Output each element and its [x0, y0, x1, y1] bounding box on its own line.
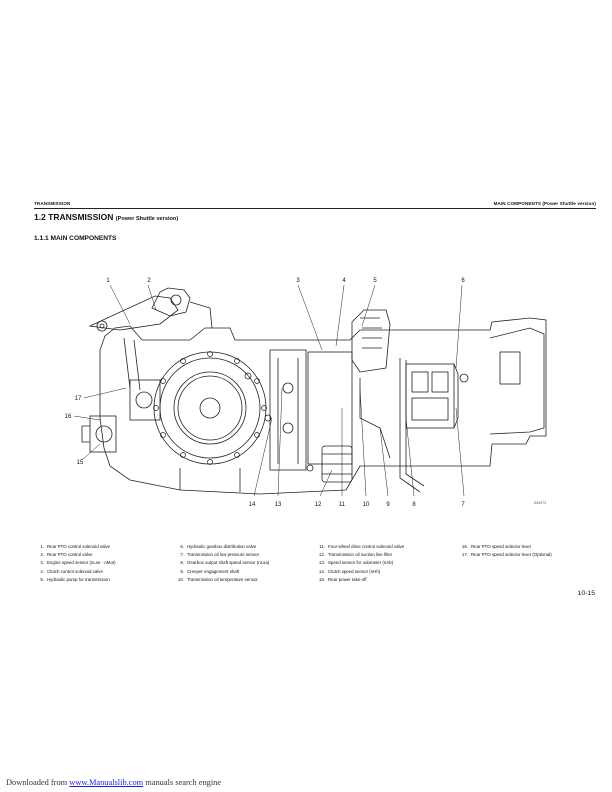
running-header-right: MAIN COMPONENTS (Power Shuttle version) — [493, 201, 596, 206]
legend-text: Hydraulic gearbox distribution valve — [187, 544, 257, 549]
legend-number: 1. — [40, 544, 44, 549]
legend-column-4: 16.Rear PTO speed selector lever 17.Rear… — [458, 543, 598, 559]
legend-item: 2.Rear PTO control valve — [34, 551, 174, 559]
legend-text: Speed sensor for odometer (nAb) — [328, 560, 394, 566]
legend-column-1: 1.Rear PTO control solenoid valve 2.Rear… — [34, 543, 174, 584]
legend-item: 10.Transmission oil temperature sensor — [174, 576, 314, 584]
legend-number: 7. — [180, 552, 184, 558]
legend-item: 13.Speed sensor for odometer (nAb) — [315, 559, 455, 567]
legend-item: 17.Rear PTO speed selector lever (Option… — [458, 551, 598, 559]
legend-number: 4. — [40, 568, 44, 574]
legend-number: 2. — [40, 552, 44, 558]
legend-number: 11. — [319, 544, 325, 549]
callout-3: 3 — [296, 278, 300, 284]
callout-13: 13 — [275, 502, 282, 508]
transmission-diagram: 1 2 3 4 5 6 17 16 15 14 13 12 11 10 9 8 … — [65, 278, 547, 508]
legend-text: Four-wheel drive control solenoid valve — [328, 544, 405, 549]
callout-4: 4 — [342, 278, 346, 284]
legend-item: 11.Four-wheel drive control solenoid val… — [315, 543, 455, 551]
callout-12: 12 — [315, 502, 322, 508]
legend-text: Transmission oil low pressure sensor — [187, 552, 260, 558]
callout-14: 14 — [249, 502, 256, 508]
legend-column-2: 6.Hydraulic gearbox distribution valve 7… — [174, 543, 314, 584]
legend-text: Creeper engagement shaft — [187, 568, 240, 574]
manualslib-link[interactable]: www.Manualslib.com — [69, 778, 144, 787]
legend-text: Gearbox output shaft speed sensor (nLsa) — [187, 560, 270, 566]
callout-5: 5 — [373, 278, 377, 284]
legend-number: 16. — [461, 544, 468, 549]
legend-text: Clutch control solenoid valve — [47, 568, 103, 574]
legend-text: Hydraulic pump for transmission — [47, 576, 110, 582]
figure-code: D46373 — [534, 501, 546, 505]
legend-text: Rear power take-off — [328, 576, 367, 582]
download-footer: Downloaded from www.Manualslib.com manua… — [6, 778, 221, 787]
legend-number: 14. — [318, 568, 325, 574]
callout-1: 1 — [106, 278, 110, 284]
legend-number: 8. — [180, 560, 184, 566]
callout-15: 15 — [77, 460, 84, 466]
legend-number: 5. — [40, 576, 44, 582]
legend-item: 16.Rear PTO speed selector lever — [458, 543, 598, 551]
legend-item: 5.Hydraulic pump for transmission — [34, 576, 174, 584]
legend-item: 14.Clutch speed sensor (nHh) — [315, 568, 455, 576]
callout-16: 16 — [65, 414, 72, 420]
legend-text: Engine speed sensor (nLse - nMot) — [47, 560, 116, 566]
callout-17: 17 — [75, 396, 82, 402]
legend-number: 15. — [318, 576, 325, 582]
header-rule — [34, 208, 596, 209]
callout-10: 10 — [363, 502, 370, 508]
legend-number: 9. — [180, 568, 184, 574]
footer-suffix: manuals search engine — [145, 778, 222, 787]
transmission-drawing — [81, 287, 547, 495]
callout-8: 8 — [412, 502, 416, 508]
legend-number: 17. — [461, 552, 468, 558]
legend-text: Transmission oil temperature sensor — [187, 576, 258, 582]
section-title: 1.2 TRANSMISSION (Power Shuttle version) — [34, 212, 178, 222]
legend-text: Rear PTO control solenoid valve — [47, 544, 111, 549]
legend-text: Transmission oil suction line filter — [328, 552, 393, 558]
legend-item: 1.Rear PTO control solenoid valve — [34, 543, 174, 551]
legend-text: Rear PTO speed selector lever (Optional) — [471, 552, 552, 558]
callout-9: 9 — [386, 502, 390, 508]
callout-leaders — [73, 284, 465, 497]
legend-number: 3. — [40, 560, 44, 566]
legend-item: 15.Rear power take-off — [315, 576, 455, 584]
legend-column-3: 11.Four-wheel drive control solenoid val… — [315, 543, 455, 584]
legend-item: 4.Clutch control solenoid valve — [34, 568, 174, 576]
legend-text: Rear PTO speed selector lever — [471, 544, 532, 549]
legend-number: 12. — [318, 552, 325, 558]
subsection-title: 1.1.1 MAIN COMPONENTS — [34, 235, 117, 242]
callout-2: 2 — [147, 278, 151, 284]
callout-7: 7 — [461, 502, 465, 508]
legend-item: 12.Transmission oil suction line filter — [315, 551, 455, 559]
page-number: 10-15 — [577, 590, 595, 597]
legend-item: 6.Hydraulic gearbox distribution valve — [174, 543, 314, 551]
legend-number: 6. — [180, 544, 184, 549]
running-header-left: TRANSMISSION — [34, 201, 71, 206]
footer-prefix: Downloaded from — [6, 778, 68, 787]
section-title-text: 1.2 TRANSMISSION — [34, 212, 114, 222]
legend-item: 9.Creeper engagement shaft — [174, 568, 314, 576]
callout-6: 6 — [461, 278, 465, 284]
callout-11: 11 — [339, 502, 346, 508]
legend-text: Clutch speed sensor (nHh) — [328, 568, 381, 574]
legend-number: 10. — [177, 576, 184, 582]
legend-text: Rear PTO control valve — [47, 552, 93, 558]
legend-item: 3.Engine speed sensor (nLse - nMot) — [34, 559, 174, 567]
legend-item: 8.Gearbox output shaft speed sensor (nLs… — [174, 559, 314, 567]
legend-number: 13. — [318, 560, 325, 566]
section-subtitle: (Power Shuttle version) — [115, 216, 179, 222]
legend-item: 7.Transmission oil low pressure sensor — [174, 551, 314, 559]
